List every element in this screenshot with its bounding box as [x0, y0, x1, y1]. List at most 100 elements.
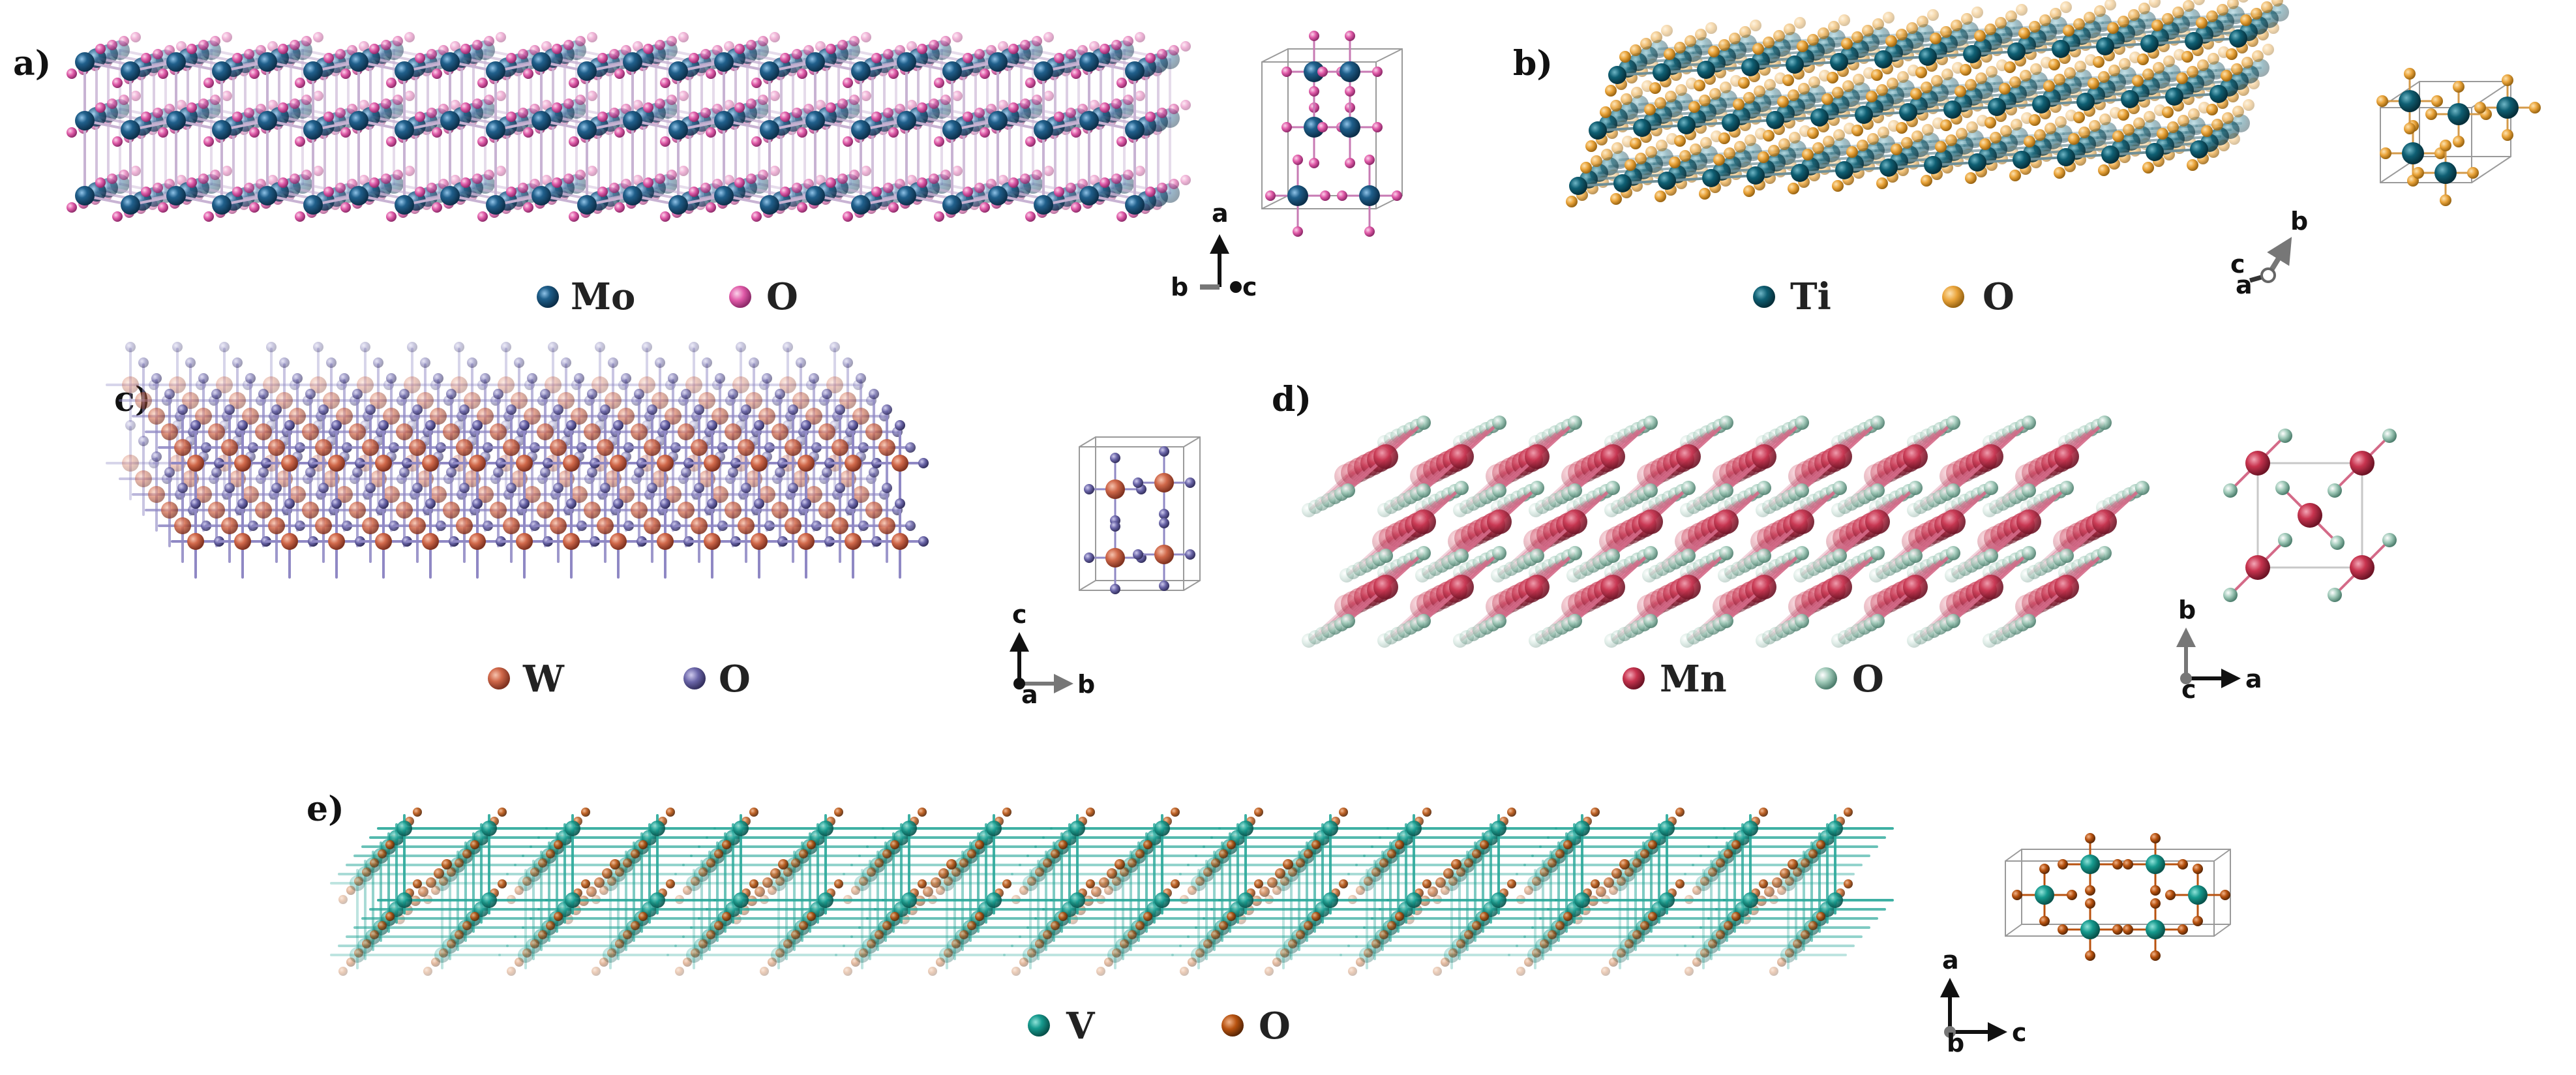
mn-atom	[2245, 451, 2270, 476]
w-atom	[229, 392, 246, 409]
o-atom	[633, 100, 643, 110]
o-atom	[506, 112, 517, 122]
o-atom	[1293, 155, 1303, 165]
o-atom	[335, 183, 346, 193]
o-atom	[1720, 82, 1731, 93]
o-atom	[888, 68, 899, 79]
o-atom	[1788, 183, 1799, 194]
o-atom	[1524, 886, 1533, 895]
o-atom	[2271, 0, 2283, 7]
o-atom	[2243, 99, 2254, 111]
o-atom	[1827, 72, 1838, 83]
o-atom	[1700, 877, 1709, 886]
ti-atom	[2057, 148, 2075, 166]
o-atom	[415, 187, 425, 197]
o-atom	[2135, 481, 2149, 495]
w-atom	[122, 376, 139, 393]
ti-o-unit-cell	[2376, 68, 2541, 206]
o-atom	[1752, 43, 1764, 55]
o-atom	[760, 967, 769, 976]
o-atom	[1345, 31, 1355, 41]
axis-indicator: c b a	[1010, 600, 1095, 709]
unit-cell-edge	[2256, 462, 2363, 569]
o-atom	[1066, 49, 1076, 59]
o-atom	[67, 202, 77, 213]
o-atom	[615, 868, 624, 877]
w-atom	[618, 408, 635, 425]
o-atom	[1846, 146, 1858, 158]
o-atom	[493, 389, 503, 399]
o-atom	[621, 104, 631, 114]
w-atom	[852, 408, 869, 425]
o-atom	[1975, 72, 1987, 84]
o-atom	[530, 179, 540, 189]
o-atom	[1795, 546, 1809, 560]
o-atom	[412, 483, 423, 493]
o-atom	[1921, 175, 1932, 187]
o-atom	[2088, 78, 2099, 89]
o-atom	[2084, 12, 2095, 23]
o-atom	[809, 373, 819, 384]
legend-label-o: O	[719, 658, 751, 701]
o-atom	[249, 127, 260, 138]
ti-atom	[1963, 45, 1981, 63]
o-atom	[95, 44, 106, 54]
o-atom	[432, 127, 442, 138]
bond	[1079, 580, 1096, 591]
o-atom	[801, 498, 811, 509]
o-atom	[843, 357, 853, 368]
o-atom	[775, 467, 785, 477]
bond	[1261, 48, 1289, 63]
axis-label-center: a	[1021, 680, 1038, 709]
mo-atom	[166, 52, 186, 72]
w-atom	[195, 486, 212, 503]
legend-label-o: O	[1983, 275, 2014, 318]
w-atom	[665, 486, 681, 503]
o-atom	[1077, 179, 1088, 189]
o-atom	[404, 166, 415, 176]
o-atom	[1823, 136, 1835, 147]
o-legend-marker	[683, 667, 706, 689]
o-atom	[780, 112, 790, 122]
o-atom	[267, 175, 278, 185]
ti-atom	[1633, 119, 1651, 137]
w-atom	[758, 486, 775, 503]
w-atom	[328, 533, 345, 550]
o-atom	[141, 112, 151, 122]
o-atom	[2153, 62, 2164, 74]
o-atom	[335, 108, 346, 118]
o-atom	[381, 98, 391, 109]
o-atom	[944, 948, 953, 958]
ti-atom	[1835, 161, 1853, 179]
o-atom	[952, 32, 963, 42]
ti-legend-marker	[1753, 286, 1775, 308]
o-atom	[655, 357, 665, 368]
ti-atom	[1766, 111, 1784, 129]
o-atom	[775, 877, 785, 886]
mn-atom	[1752, 575, 1776, 599]
ti-atom	[2146, 143, 2164, 161]
o-atom	[681, 389, 691, 399]
o-atom	[1441, 886, 1450, 895]
w-atom	[852, 486, 869, 503]
o-atom	[313, 91, 323, 101]
o-atom	[2018, 27, 2030, 39]
w-atom	[357, 376, 374, 393]
o-atom	[1974, 30, 1986, 42]
o-atom	[788, 404, 798, 415]
ti-atom	[1943, 100, 1962, 119]
o-atom	[496, 166, 506, 176]
o-atom	[141, 53, 151, 63]
o-atom	[1025, 136, 1036, 147]
o-atom	[472, 498, 483, 509]
o-atom	[1773, 30, 1785, 42]
o-atom	[548, 342, 558, 352]
o-atom	[415, 112, 425, 122]
w-atom	[315, 517, 332, 534]
o-atom	[1341, 483, 1355, 498]
ti-atom	[1899, 103, 1917, 121]
o-atom	[2206, 104, 2218, 115]
o-atom	[1946, 483, 1960, 498]
mn-atom	[1827, 575, 1852, 599]
o-atom	[2227, 0, 2239, 9]
